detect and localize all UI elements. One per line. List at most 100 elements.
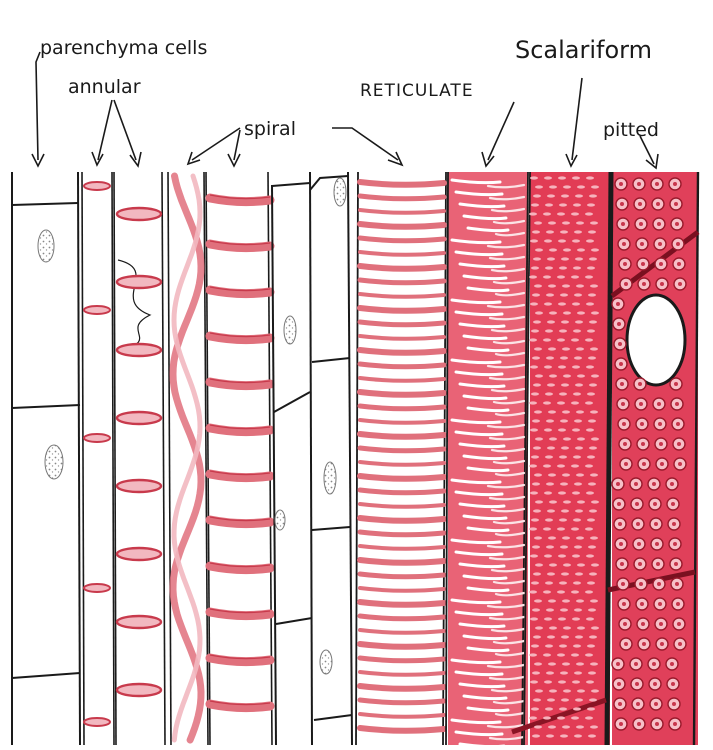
scalariform-pit: [548, 599, 556, 602]
scalariform-pit: [535, 689, 543, 692]
scalariform-pit: [576, 662, 584, 665]
annular-ring: [117, 412, 161, 424]
scalariform-pit: [575, 320, 583, 323]
scalariform-pit: [549, 437, 557, 440]
scalariform-pit: [535, 311, 543, 314]
scalariform-pit: [571, 212, 579, 215]
scalariform-pit: [544, 365, 552, 368]
scalariform-pit: [533, 698, 541, 701]
scalariform-pit: [585, 401, 593, 404]
label-parenchyma-cells: parenchyma cells: [40, 37, 207, 59]
scalariform-pit: [589, 383, 597, 386]
scalariform-pit: [575, 257, 583, 260]
scalariform-pit: [548, 347, 556, 350]
scalariform-pit: [549, 626, 557, 629]
scalariform-pit: [562, 599, 570, 602]
pit-aperture: [623, 622, 627, 626]
pit-aperture: [624, 282, 628, 286]
scalariform-pit: [559, 329, 567, 332]
scalariform-pit: [589, 320, 597, 323]
pit-aperture: [618, 702, 622, 706]
pit-aperture: [678, 462, 682, 466]
scalariform-pit: [535, 626, 543, 629]
pit-aperture: [640, 422, 644, 426]
scalariform-pit: [549, 563, 557, 566]
pit-aperture: [654, 522, 658, 526]
annular-ring: [117, 684, 161, 696]
scalariform-pit: [530, 491, 538, 494]
scalariform-pit: [533, 509, 541, 512]
pit-aperture: [638, 382, 642, 386]
scalariform-pit: [532, 419, 540, 422]
scalariform-pit: [558, 491, 566, 494]
pit-aperture: [636, 702, 640, 706]
scalariform-pit: [586, 617, 594, 620]
scalariform-pit: [531, 644, 539, 647]
pit-aperture: [675, 582, 679, 586]
scalariform-pit: [548, 410, 556, 413]
scalariform-pit: [557, 338, 565, 341]
scalariform-pit: [529, 716, 537, 719]
scalariform-pit: [563, 626, 571, 629]
pit-aperture: [677, 442, 681, 446]
pit-aperture: [655, 722, 659, 726]
scalariform-pit: [576, 347, 584, 350]
scalariform-pit: [531, 581, 539, 584]
scalariform-pit: [591, 500, 599, 503]
ladder-bar: [360, 644, 444, 647]
ladder-bar: [360, 434, 444, 437]
scalariform-pit: [577, 626, 585, 629]
scalariform-pit: [531, 707, 539, 710]
scalariform-pit: [573, 329, 581, 332]
pit-aperture: [641, 262, 645, 266]
scalariform-pit: [591, 311, 599, 314]
scalariform-pit: [543, 275, 551, 278]
scalariform-pit: [549, 374, 557, 377]
scalariform-pit: [577, 374, 585, 377]
scalariform-pit: [574, 608, 582, 611]
scalariform-pit: [547, 446, 555, 449]
pit-aperture: [621, 582, 625, 586]
scalariform-pit: [557, 212, 565, 215]
pit-aperture: [637, 722, 641, 726]
scalariform-pit: [561, 635, 569, 638]
pit-aperture: [635, 502, 639, 506]
pit-aperture: [677, 622, 681, 626]
scalariform-pit: [585, 590, 593, 593]
scalariform-pit: [591, 374, 599, 377]
scalariform-pit: [571, 464, 579, 467]
scalariform-pit: [586, 365, 594, 368]
scalariform-pit: [557, 590, 565, 593]
scalariform-pit: [545, 203, 553, 206]
annular-ring: [117, 616, 161, 628]
pit-aperture: [658, 602, 662, 606]
scalariform-pit: [576, 536, 584, 539]
scalariform-pit: [588, 356, 596, 359]
ladder-bar: [360, 532, 444, 535]
scalariform-pit: [529, 401, 537, 404]
pit-aperture: [674, 382, 678, 386]
scalariform-pit: [589, 194, 597, 197]
scalariform-pit: [560, 734, 568, 737]
scalariform-pit: [572, 365, 580, 368]
pit-aperture: [617, 682, 621, 686]
nucleus: [45, 445, 63, 479]
nucleus: [284, 316, 296, 344]
pit-aperture: [634, 662, 638, 666]
pit-aperture: [659, 262, 663, 266]
scalariform-pit: [572, 176, 580, 179]
scalariform-pit: [559, 707, 567, 710]
nucleus: [38, 230, 54, 262]
ladder-bar: [360, 420, 444, 423]
scalariform-pit: [577, 563, 585, 566]
scalariform-pit: [560, 230, 568, 233]
scalariform-pit: [546, 545, 554, 548]
scalariform-pit: [535, 437, 543, 440]
pit-aperture: [619, 362, 623, 366]
scalariform-pit: [563, 185, 571, 188]
pit-aperture: [620, 202, 624, 206]
pit-aperture: [620, 382, 624, 386]
scalariform-pit: [560, 293, 568, 296]
pit-aperture: [618, 342, 622, 346]
pit-aperture: [660, 282, 664, 286]
